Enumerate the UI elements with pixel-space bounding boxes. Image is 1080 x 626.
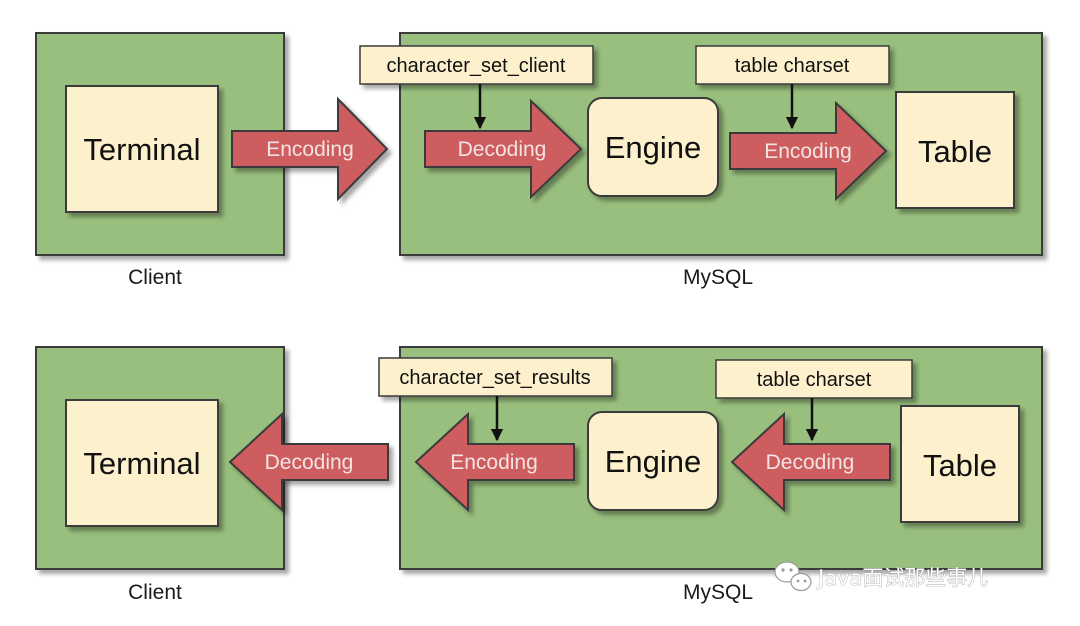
top-arrow-1-label: Encoding [266, 138, 354, 161]
top-arrow-encoding-out [231, 96, 389, 202]
bottom-arrow-2-label: Encoding [450, 451, 538, 474]
top-table-box [895, 91, 1015, 209]
top-table-charset-label-box [695, 45, 890, 85]
bottom-arrow-3-label: Decoding [766, 451, 855, 474]
top-mysql-caption: MySQL [683, 266, 753, 289]
bottom-arrow-decoding-out [730, 411, 891, 513]
top-table-charset-label: table charset [735, 55, 850, 77]
character-set-client-label-box [359, 45, 594, 85]
top-arrow-decoding [424, 98, 583, 200]
character-set-results-label: character_set_results [399, 367, 590, 389]
bottom-terminal-box [65, 399, 219, 527]
top-client-caption: Client [128, 266, 182, 289]
watermark-text: Java面试那些事儿 [816, 566, 988, 590]
bottom-table-charset-label: table charset [757, 369, 872, 391]
bottom-engine-box [587, 411, 719, 511]
watermark: Java面试那些事儿 [774, 561, 989, 592]
bottom-engine-label: Engine [605, 444, 702, 479]
bottom-terminal-label: Terminal [83, 446, 200, 481]
bottom-table-label: Table [923, 448, 997, 483]
bottom-client-caption: Client [128, 581, 182, 604]
bottom-mysql-caption: MySQL [683, 581, 753, 604]
character-set-client-label: character_set_client [387, 55, 566, 77]
top-arrow-encoding-in [729, 100, 888, 202]
wechat-icon [774, 561, 812, 592]
top-engine-label: Engine [605, 130, 702, 165]
top-terminal-box [65, 85, 219, 213]
bottom-arrow-1-label: Decoding [265, 451, 354, 474]
top-flow: Terminal Client Encoding MySQL character… [35, 32, 1043, 289]
bottom-table-charset-label-box [715, 359, 913, 399]
top-arrow-3-label: Encoding [764, 140, 852, 163]
bottom-arrow-decoding-in [228, 411, 389, 513]
top-table-label: Table [918, 134, 992, 169]
character-set-results-label-box [378, 357, 613, 397]
bottom-arrow-encoding [414, 411, 575, 513]
top-arrow-2-label: Decoding [458, 138, 547, 161]
bottom-flow: Terminal Client Decoding MySQL character… [35, 346, 1043, 604]
bottom-table-box [900, 405, 1020, 523]
top-engine-box [587, 97, 719, 197]
top-terminal-label: Terminal [83, 132, 200, 167]
